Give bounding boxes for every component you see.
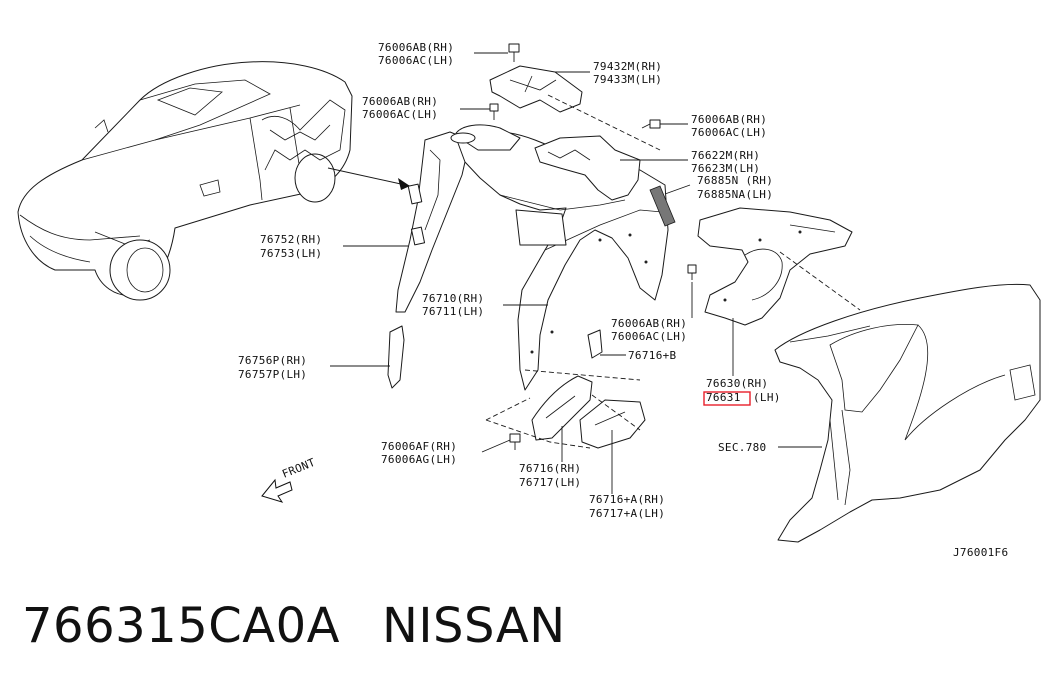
callout-c13: 76006AF(RH) 76006AG(LH) xyxy=(381,440,457,466)
callout-lh: 76717(LH) xyxy=(519,476,581,489)
callout-lh-highlighted-part: 76631 xyxy=(706,391,741,404)
callout-c5: 76622M(RH) 76623M(LH) xyxy=(691,149,760,175)
callout-c2: 79432M(RH) 79433M(LH) xyxy=(593,60,662,86)
callout-lh: 76711(LH) xyxy=(422,305,484,318)
callout-rh: 76006AB(RH) xyxy=(362,95,438,108)
bolt-icon xyxy=(509,433,521,450)
callout-c3: 76006AB(RH) 76006AC(LH) xyxy=(362,95,438,121)
quarter-panel xyxy=(774,283,1041,543)
callout-c9: 76006AB(RH) 76006AC(LH) xyxy=(611,317,687,343)
callout-c14: 76716(RH) 76717(LH) xyxy=(519,462,581,489)
part-76716b xyxy=(587,329,603,359)
callout-lh: 76006AC(LH) xyxy=(378,54,454,67)
callout-rh: 76710(RH) xyxy=(422,292,484,305)
callout-lh: 76717+A(LH) xyxy=(589,507,665,520)
part-76752 xyxy=(395,131,471,313)
callout-rh: 76716+A(RH) xyxy=(589,493,665,506)
callout-c10: 76716+B xyxy=(628,349,677,362)
callout-rh: 76622M(RH) xyxy=(691,149,760,162)
callout-c7: 76752(RH) 76753(LH) xyxy=(260,233,322,260)
callout-rh: 76716(RH) xyxy=(519,462,581,475)
front-arrow-icon xyxy=(261,478,293,503)
callout-c4: 76006AB(RH) 76006AC(LH) xyxy=(691,113,767,139)
callout-c16: SEC.780 xyxy=(718,441,766,454)
callout-lh: 76623M(LH) xyxy=(691,162,760,175)
callout-lh: 79433M(LH) xyxy=(593,73,662,86)
callout-c1: 76006AB(RH) 76006AC(LH) xyxy=(378,41,454,67)
car-illustration xyxy=(17,61,353,301)
part-number: 766315CA0A xyxy=(22,598,340,654)
bolt-icon xyxy=(687,264,697,280)
front-label: FRONT xyxy=(280,456,317,481)
car-arrow xyxy=(327,167,411,187)
part-76716 xyxy=(531,375,593,441)
callout-c15: 76716+A(RH) 76717+A(LH) xyxy=(589,493,665,520)
callout-rh: 76006AB(RH) xyxy=(691,113,767,126)
part-76885n xyxy=(649,185,676,227)
callout-rh: 79432M(RH) xyxy=(593,60,662,73)
callout-rh: 76752(RH) xyxy=(260,233,322,246)
callout-rh: 76630(RH) xyxy=(706,377,768,390)
callout-lh: 76885NA(LH) xyxy=(697,188,773,201)
callout-c11: 76756P(RH) 76757P(LH) xyxy=(238,354,307,381)
brand-name: NISSAN xyxy=(381,598,566,654)
part-76756p xyxy=(387,325,405,389)
callout-rh: 76885N (RH) xyxy=(697,174,773,187)
callout-single: SEC.780 xyxy=(718,441,766,454)
callout-rh: 76006AF(RH) xyxy=(381,440,457,453)
part-76622m xyxy=(534,135,641,201)
callout-rh: 76756P(RH) xyxy=(238,354,307,367)
callout-rh: 76006AB(RH) xyxy=(378,41,454,54)
callout-lh: 76753(LH) xyxy=(260,247,322,260)
callout-lh: 76757P(LH) xyxy=(238,368,307,381)
callout-c6: 76885N (RH) 76885NA(LH) xyxy=(697,174,773,201)
callout-lh: 76006AC(LH) xyxy=(611,330,687,343)
part-76630 xyxy=(697,207,853,326)
part-76716a xyxy=(579,399,646,449)
callout-single: 76716+B xyxy=(628,349,677,362)
callout-lh: 76006AC(LH) xyxy=(691,126,767,139)
caption: 766315CA0A NISSAN xyxy=(22,598,566,654)
bolt-icon xyxy=(641,119,661,129)
callout-lh: 76006AC(LH) xyxy=(362,108,438,121)
figure-code: J76001F6 xyxy=(953,546,1008,559)
callout-c8: 76710(RH) 76711(LH) xyxy=(422,292,484,318)
callout-c12: 76630(RH) 76631 (LH) xyxy=(703,377,781,406)
callout-rh: 76006AB(RH) xyxy=(611,317,687,330)
callout-lh: 76006AG(LH) xyxy=(381,453,457,466)
bolt-icon xyxy=(508,43,520,62)
front-direction-indicator: FRONT xyxy=(261,456,317,503)
highlight-box xyxy=(703,391,751,406)
arrow-head-icon xyxy=(398,178,410,190)
bolt-icon xyxy=(489,103,499,120)
callout-lh-suffix: (LH) xyxy=(753,391,781,404)
